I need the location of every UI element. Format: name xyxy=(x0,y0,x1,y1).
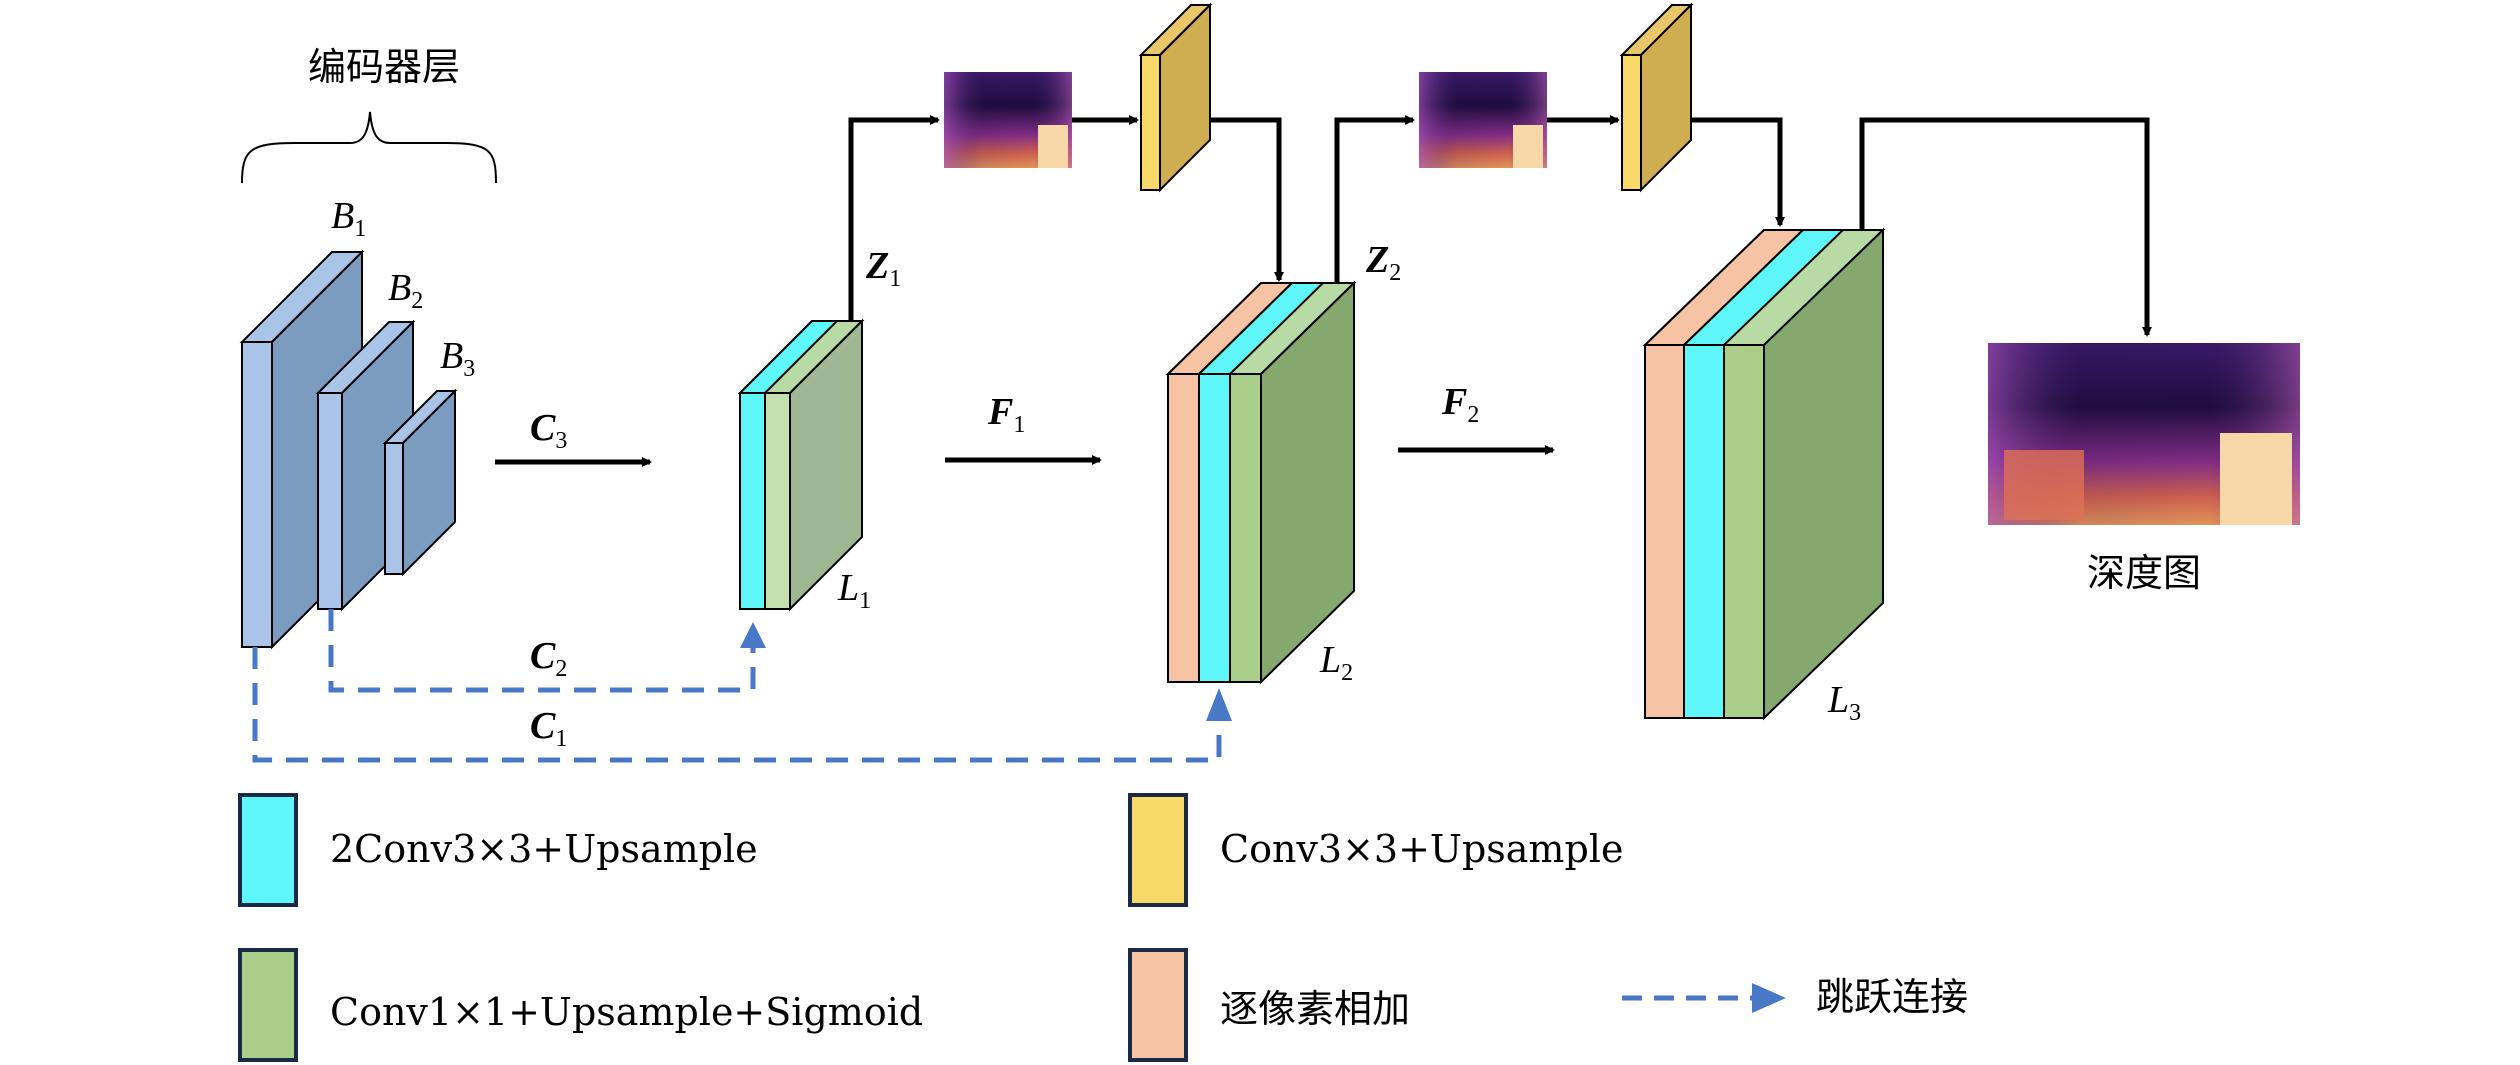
legend: 2Conv3×3+Upsample Conv3×3+Upsample Conv1… xyxy=(238,793,1968,1062)
encoder-brace xyxy=(241,111,497,184)
skip-connection-c1 xyxy=(252,647,1232,763)
arrow-conv1-to-l2 xyxy=(1210,117,1284,282)
encoder-block-b3 xyxy=(382,388,458,577)
label-c1: C1 xyxy=(530,705,567,752)
label-l1: L1 xyxy=(837,567,871,614)
arrow-z1 xyxy=(848,115,940,320)
output-label: 深度图 xyxy=(2087,551,2201,595)
depth-thumbnail-1 xyxy=(944,72,1072,168)
label-c2: C2 xyxy=(530,635,567,682)
legend-label-5: 跳跃连接 xyxy=(1816,975,1968,1019)
legend-swatch-peach xyxy=(1128,948,1188,1062)
legend-swatch-yellow xyxy=(1128,793,1188,907)
legend-label-3: Conv3×3+Upsample xyxy=(1220,827,1623,871)
encoder-title: 编码器层 xyxy=(308,45,460,89)
layer-l1 xyxy=(737,318,865,612)
legend-swatch-cyan xyxy=(238,793,298,907)
label-f2: F2 xyxy=(1441,381,1479,428)
conv-block-yellow-1 xyxy=(1138,2,1213,193)
layer-l3 xyxy=(1642,227,1886,721)
legend-label-1: 2Conv3×3+Upsample xyxy=(330,827,758,871)
legend-swatch-green xyxy=(238,948,298,1062)
label-z2: Z2 xyxy=(1365,239,1401,286)
legend-label-4: 逐像素相加 xyxy=(1220,987,1410,1031)
depth-thumbnail-2 xyxy=(1419,72,1547,168)
arrow-conv2-to-l3 xyxy=(1691,117,1785,227)
skip-connection-c2 xyxy=(328,609,766,693)
label-l3: L3 xyxy=(1827,679,1861,726)
layer-l2 xyxy=(1165,280,1357,685)
label-f1: F1 xyxy=(987,391,1025,438)
label-c3: C3 xyxy=(530,407,567,454)
legend-label-2: Conv1×1+Upsample+Sigmoid xyxy=(330,990,923,1034)
label-z1: Z1 xyxy=(865,245,901,292)
arrow-z2 xyxy=(1334,115,1415,283)
label-b1: B1 xyxy=(331,195,366,242)
label-b3: B3 xyxy=(440,335,475,382)
arrow-l3-to-output xyxy=(1859,117,2152,337)
label-b2: B2 xyxy=(388,267,423,314)
legend-skip-arrow xyxy=(1622,983,1786,1013)
label-l2: L2 xyxy=(1319,639,1353,686)
conv-block-yellow-2 xyxy=(1619,2,1694,193)
depth-map-output xyxy=(1988,343,2300,525)
